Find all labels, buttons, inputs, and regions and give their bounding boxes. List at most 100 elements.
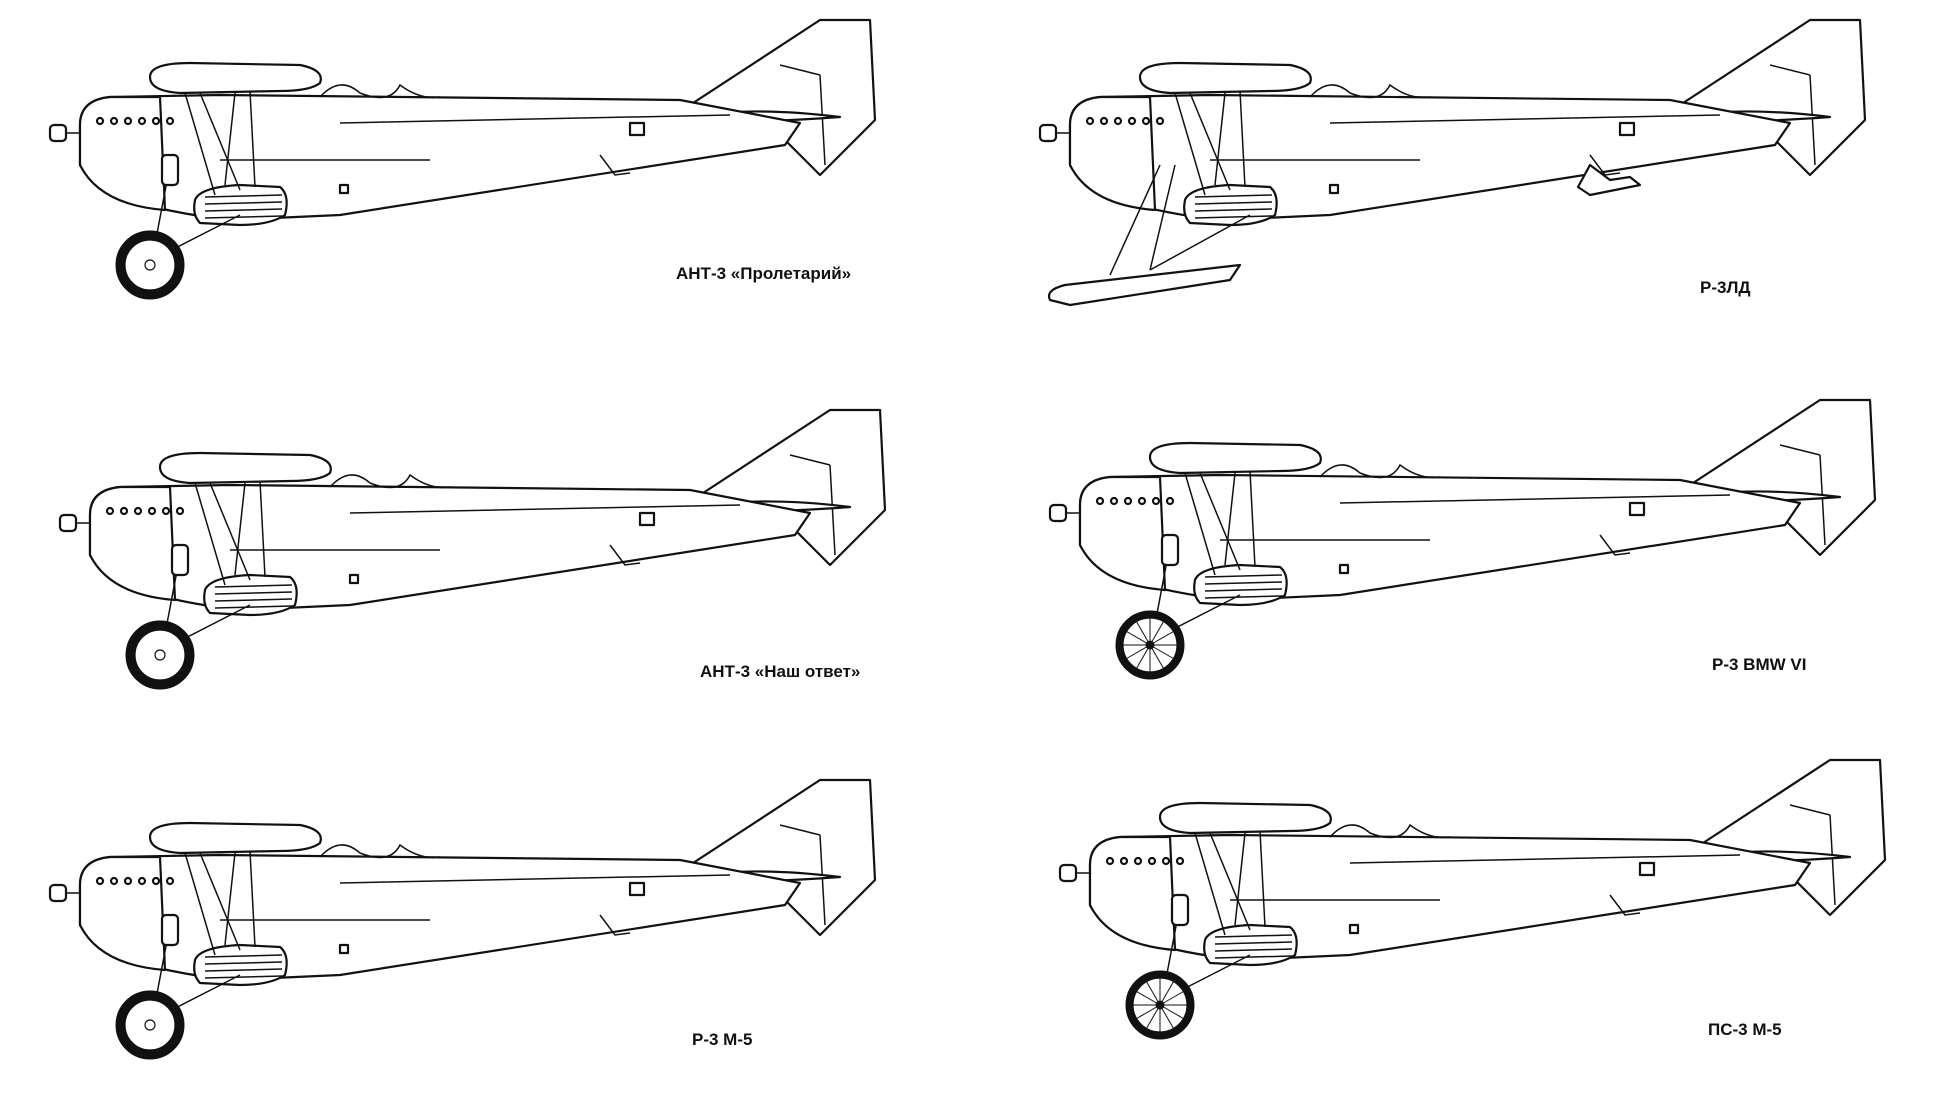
inspection-hatch — [628, 121, 646, 137]
engine-cowling — [78, 855, 167, 972]
vent — [151, 876, 161, 886]
vent — [1137, 496, 1147, 506]
engine-cowling — [1068, 95, 1157, 212]
oleo-strut — [170, 543, 190, 577]
caption-r3-m5: Р-3 М-5 — [692, 1030, 753, 1049]
vent — [1165, 496, 1175, 506]
vent — [1141, 116, 1151, 126]
propeller-hub — [1048, 503, 1068, 523]
inspection-hatch — [1338, 563, 1350, 575]
aircraft-ant3-proletariy — [48, 18, 877, 300]
lower-wing — [203, 573, 298, 617]
inspection-hatch — [338, 943, 350, 955]
vent — [1147, 856, 1157, 866]
cockpit — [329, 473, 451, 489]
vent — [161, 506, 171, 516]
cockpit — [1309, 83, 1431, 99]
vent — [1155, 116, 1165, 126]
vent — [1095, 496, 1105, 506]
lower-wing — [193, 183, 288, 227]
vent — [175, 506, 185, 516]
vent — [1085, 116, 1095, 126]
cockpit — [319, 843, 441, 859]
engine-cowling — [1088, 835, 1177, 952]
vent — [165, 876, 175, 886]
vent — [95, 876, 105, 886]
vent — [1105, 856, 1115, 866]
aircraft-r3ld — [1038, 18, 1867, 307]
propeller-hub — [48, 123, 68, 143]
inspection-hatch — [1328, 183, 1340, 195]
cockpit — [319, 83, 441, 99]
vent — [165, 116, 175, 126]
propeller-hub — [48, 883, 68, 903]
cockpit — [1319, 463, 1441, 479]
propeller-hub — [58, 513, 78, 533]
inspection-hatch — [1628, 501, 1646, 517]
engine-cowling — [88, 485, 177, 602]
vent — [1109, 496, 1119, 506]
aircraft-r3-m5 — [48, 778, 877, 1060]
inspection-hatch — [348, 573, 360, 585]
lower-wing — [193, 943, 288, 987]
vent — [151, 116, 161, 126]
vent — [1151, 496, 1161, 506]
oleo-strut — [160, 153, 180, 187]
propeller-hub — [1038, 123, 1058, 143]
propeller-hub — [1058, 863, 1078, 883]
vent — [133, 506, 143, 516]
vent — [123, 116, 133, 126]
aircraft-ant3-nash-otvet — [58, 408, 887, 690]
oleo-strut — [1160, 533, 1180, 567]
fuselage — [1068, 93, 1792, 222]
vent — [137, 116, 147, 126]
vent — [105, 506, 115, 516]
engine-cowling — [1078, 475, 1167, 592]
oleo-strut — [160, 913, 180, 947]
inspection-hatch — [1348, 923, 1360, 935]
vent — [137, 876, 147, 886]
fuselage — [78, 93, 802, 222]
tail-ski — [1576, 163, 1642, 197]
vent — [95, 116, 105, 126]
ski — [1047, 263, 1242, 307]
lower-wing — [1183, 183, 1278, 227]
aircraft-ps3-m5 — [1058, 758, 1887, 1040]
vent — [1127, 116, 1137, 126]
fuselage — [1078, 473, 1802, 602]
inspection-hatch — [1618, 121, 1636, 137]
cockpit — [1329, 823, 1451, 839]
caption-ps3-m5: ПС-3 М-5 — [1708, 1020, 1782, 1039]
fuselage — [88, 483, 812, 612]
fuselage — [1088, 833, 1812, 962]
upper-wing — [1148, 441, 1322, 475]
lower-wing — [1193, 563, 1288, 607]
vent — [123, 876, 133, 886]
caption-ant3-nash-otvet: АНТ-3 «Наш ответ» — [700, 662, 861, 681]
upper-wing — [1158, 801, 1332, 835]
caption-r3-bmw6: Р-3 BMW VI — [1712, 655, 1807, 674]
lower-wing — [1203, 923, 1298, 967]
upper-wing — [148, 821, 322, 855]
vent — [1099, 116, 1109, 126]
inspection-hatch — [638, 511, 656, 527]
inspection-hatch — [338, 183, 350, 195]
vent — [1133, 856, 1143, 866]
vent — [119, 506, 129, 516]
inspection-hatch — [628, 881, 646, 897]
fuselage — [78, 853, 802, 982]
vent — [109, 116, 119, 126]
vent — [147, 506, 157, 516]
vent — [1175, 856, 1185, 866]
vent — [109, 876, 119, 886]
inspection-hatch — [1638, 861, 1656, 877]
vent — [1119, 856, 1129, 866]
vent — [1161, 856, 1171, 866]
aircraft-r3-bmw6 — [1048, 398, 1877, 680]
upper-wing — [1138, 61, 1312, 95]
engine-cowling — [78, 95, 167, 212]
caption-r3ld: Р-3ЛД — [1700, 278, 1751, 297]
vent — [1113, 116, 1123, 126]
